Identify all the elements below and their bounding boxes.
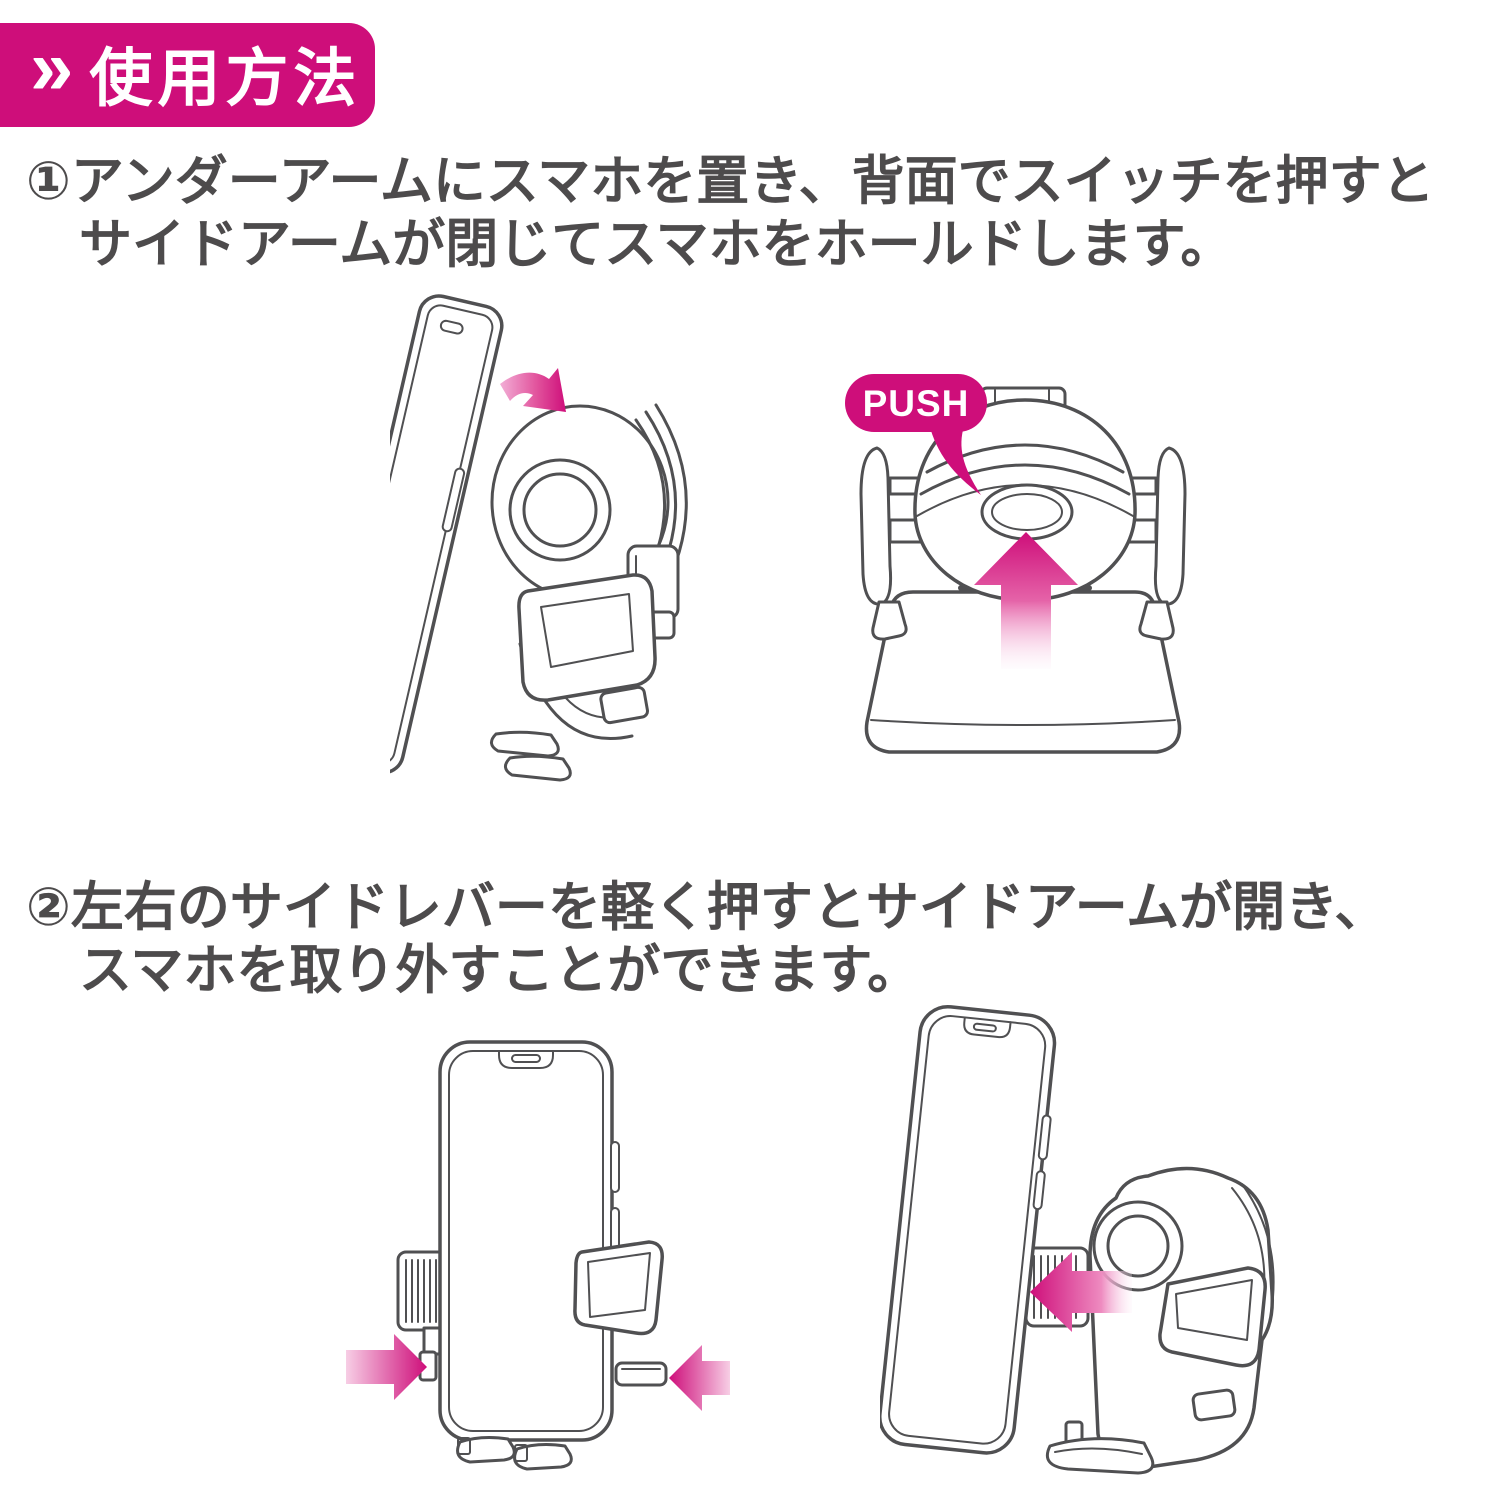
step1-line1: ①アンダーアームにスマホを置き、背面でスイッチを押すと [26, 152, 1435, 211]
left-arrow-icon [1030, 1252, 1132, 1332]
holder-front-view-illustration [346, 1040, 730, 1471]
up-arrow-icon [974, 532, 1078, 669]
right-clamp-arm [573, 1240, 668, 1387]
right-arrow-icon [346, 1334, 427, 1400]
side-button [1032, 1170, 1046, 1211]
front-clamp [517, 573, 657, 702]
holder-back-body [913, 398, 1137, 602]
step2-line1: ②左右のサイドレバーを軽く押すとサイドアームが開き、 [26, 878, 1388, 937]
left-arrow-icon [669, 1345, 730, 1411]
holder-rear-view-illustration: PUSH [845, 374, 1187, 754]
notch-speaker [972, 1022, 997, 1033]
figure-step1-side-view [318, 292, 720, 792]
curved-arrow-icon [500, 368, 566, 412]
push-label: PUSH [863, 383, 970, 424]
right-side-lever [614, 1361, 668, 1387]
side-button [610, 1141, 620, 1193]
under-arm-hook [1045, 1420, 1155, 1475]
side-lever [599, 685, 649, 725]
smartphone-removed [878, 1005, 1057, 1455]
under-arm-hooks [456, 1436, 573, 1471]
step1-number: ① [26, 152, 71, 211]
smartphone-front [438, 1040, 620, 1442]
section-header-badge: » 使用方法 [0, 23, 375, 127]
section-title: 使用方法 [89, 43, 362, 114]
holder-side-view-illustration [318, 294, 688, 782]
figure-step1-rear-view: PUSH [843, 362, 1203, 782]
front-clamp [1158, 1266, 1267, 1368]
push-callout: PUSH [845, 374, 987, 495]
double-chevron-icon: » [30, 23, 74, 111]
notch-speaker [511, 1054, 541, 1063]
figure-step2-front-view [332, 1022, 732, 1500]
figure-step2-remove-view [878, 992, 1335, 1484]
holder-disc [490, 403, 688, 600]
step2-line2: スマホを取り外すことができます。 [79, 941, 921, 1000]
step2-number: ② [26, 878, 71, 937]
left-ribbed-arm [396, 1250, 452, 1382]
step1-line2: サイドアームが閉じてスマホをホールドします。 [79, 215, 1234, 274]
phone-removal-illustration [878, 1005, 1275, 1475]
step1-text: ①アンダーアームにスマホを置き、背面でスイッチを押すと サイドアームが閉じてスマ… [26, 150, 1435, 276]
under-arm-feet [490, 730, 572, 782]
side-button [1037, 1114, 1052, 1161]
smartphone-side [318, 294, 504, 775]
side-lever [1191, 1388, 1237, 1422]
step2-text: ②左右のサイドレバーを軽く押すとサイドアームが開き、 スマホを取り外すことができ… [26, 876, 1387, 1002]
